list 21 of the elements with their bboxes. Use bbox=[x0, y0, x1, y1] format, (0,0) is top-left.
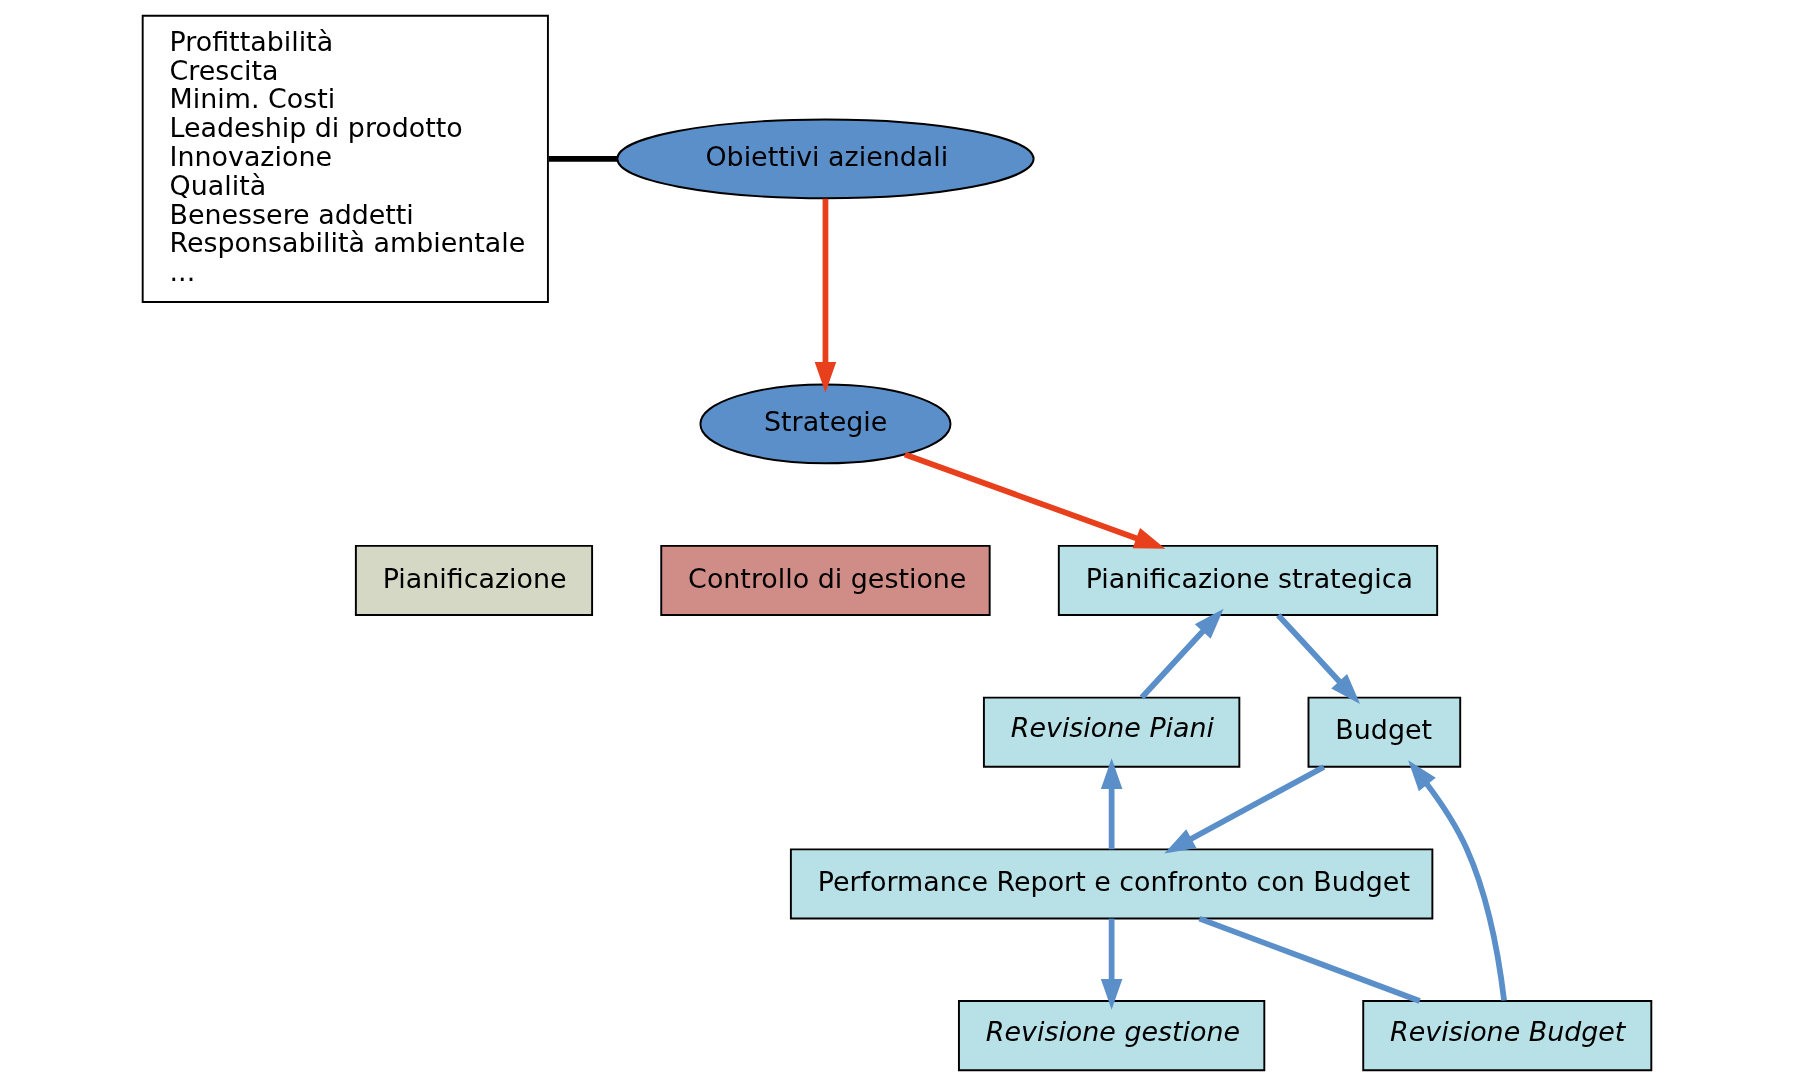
arrow bbox=[903, 451, 1165, 549]
node-ellipse: Obiettivi aziendali bbox=[615, 118, 1035, 200]
node-box: Budget bbox=[1307, 696, 1461, 768]
arrow bbox=[1275, 613, 1360, 704]
node-box: Profittabilità Crescita Minim. Costi Leadeship di prodotto Innovazione Qualità Benessere addetti Responsabilità ambientale ... bbox=[141, 14, 549, 303]
node-box: Revisione Budget bbox=[1361, 1000, 1652, 1072]
node-box: Controllo di gestione bbox=[659, 544, 991, 616]
node-box: Pianificazione bbox=[354, 544, 593, 616]
arrow bbox=[1163, 764, 1325, 854]
arrow bbox=[1407, 760, 1507, 1001]
arrow bbox=[1100, 758, 1122, 850]
arrow bbox=[1100, 918, 1122, 1010]
node-ellipse: Strategie bbox=[698, 383, 951, 465]
arrow bbox=[814, 198, 836, 393]
node-box: Pianificazione strategica bbox=[1057, 544, 1438, 616]
connector bbox=[548, 156, 617, 162]
node-box: Revisione gestione bbox=[957, 1000, 1265, 1072]
arrow bbox=[1139, 608, 1224, 700]
node-box: Revisione Piani bbox=[982, 696, 1240, 768]
connector bbox=[1197, 915, 1421, 1004]
node-box: Performance Report e confronto con Budget bbox=[789, 848, 1433, 920]
